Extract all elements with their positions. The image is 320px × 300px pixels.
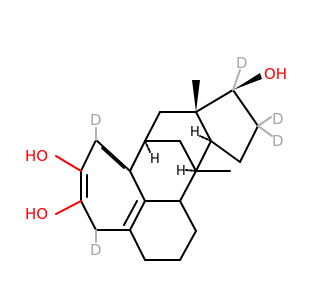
bond-c8-h [185,169,197,172]
bond-c17-d [232,69,241,91]
bond-c1-c2 [80,139,97,172]
d-label-c17: D [236,54,248,72]
bond-c1b-c1 [95,139,131,172]
ring-c [129,140,231,202]
bond-c7-c8 [179,230,197,261]
bond-c14-h [199,135,212,142]
bond-c17-c16 [232,89,259,127]
d-label-ring-bottom: D [90,241,102,259]
bond-c12b-c1b [129,140,146,172]
bond-c8-c9 [179,200,197,232]
oh-label-top-right: OH [264,65,287,83]
d-label-c16-a: D [272,110,284,128]
bond-c14-c8 [195,140,212,172]
d-label-ring-top: D [90,111,102,129]
d-label-c16-b: D [272,132,284,150]
h-label-c8: H [176,164,186,179]
bond-c9-h [144,140,151,153]
ho-label-left-upper: HO [25,147,48,165]
bond-c11-c12 [179,140,197,172]
bond-c5-c10 [129,200,146,231]
bond-c10-c1b [129,170,146,202]
bond-c3-c4 [80,200,97,231]
ring-c-main [144,111,212,172]
bond-c2-oh [55,155,82,172]
h-label-c9: H [150,152,160,167]
bond-c13-c14 [195,111,212,142]
bond-c5-c10-double [123,200,138,226]
ring-b [129,200,197,261]
methyl-wedge [192,80,200,112]
bond-c11-c12a [144,111,161,142]
bond-c16-d-b [257,125,273,137]
bond-c1b-c1-double [101,147,125,169]
ring-d [195,89,259,163]
molecule-diagram: OH HO HO D D D D D H H H [25,54,287,261]
oh-wedge [233,73,262,90]
structure-svg: OH HO HO D D D D D H H H [25,54,287,261]
h-label-c14: H [190,125,200,140]
bond-c16-c15 [239,125,259,163]
bond-c13-c17 [195,89,234,113]
bond-c5-c6 [129,229,146,261]
ho-label-left-lower: HO [25,205,48,223]
ring-a [80,139,146,231]
bond-c9-c11 [179,170,197,202]
bond-c3-oh [55,200,82,215]
bond-c15-c14 [210,140,241,163]
bond-c16-d-a [257,116,272,127]
